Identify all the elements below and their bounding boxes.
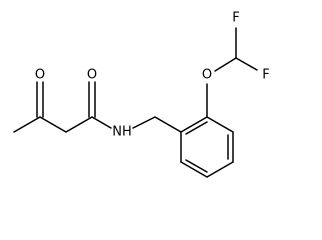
ring-bond-2 [206,116,234,133]
bond-methylene-to-amide-carbon [65,116,93,133]
amide-nitrogen-label: NH [112,125,132,140]
lower-fluorine-label: F [262,68,269,83]
ring-bond-1 [180,116,208,133]
amide-oxygen-label: O [87,68,97,83]
upper-fluorine-label: F [232,11,239,26]
molecule-canvas: O O NH O F F [13,11,270,178]
aromatic-inner-bond-top [185,121,208,135]
bond-difluoromethyl-to-lower-fluorine [235,57,258,71]
ring-bond-5 [180,161,208,178]
ring-bond-4 [206,161,234,178]
aromatic-inner-bond-bottom [185,159,208,173]
bond-ether-oxygen-to-difluoromethyl [214,57,237,72]
ketone-oxygen-label: O [35,68,45,83]
bond-nitrogen-to-benzyl-carbon [132,116,156,129]
ether-oxygen-label: O [202,68,212,83]
bond-methyl-to-ketone-carbon [13,116,41,133]
structure-diagram: O O NH O F F [13,11,270,178]
bond-benzyl-carbon-to-ring [154,116,182,133]
bond-ketone-carbon-to-methylene [39,116,67,133]
bond-amide-carbon-to-nitrogen [91,116,112,129]
